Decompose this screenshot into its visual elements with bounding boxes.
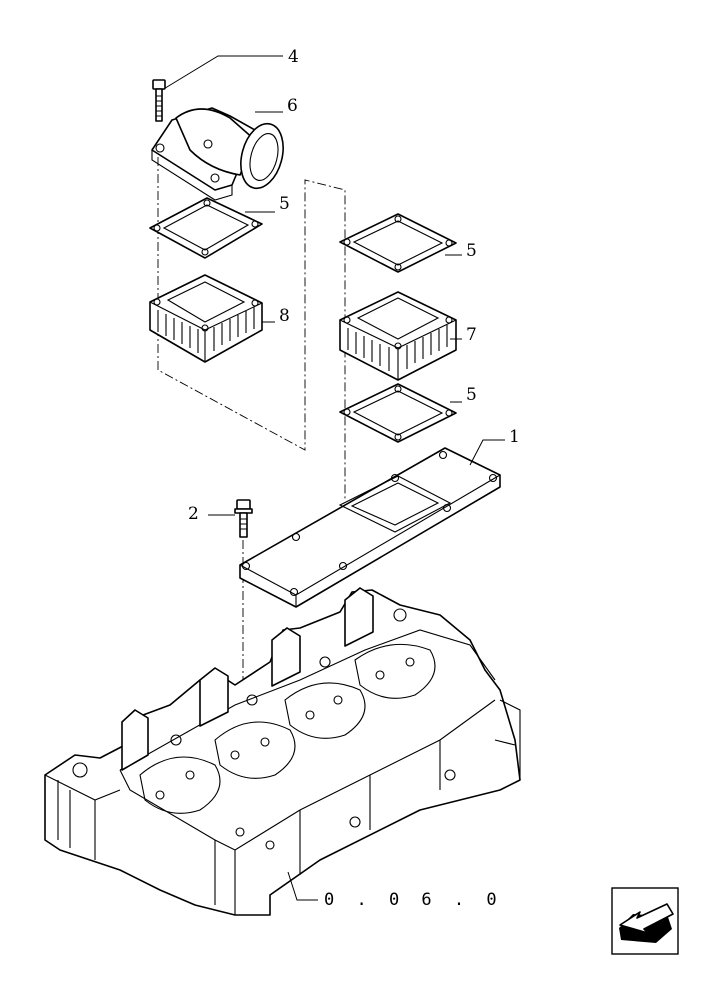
- callout-labels: 4 6 5 5 8 7 5 1 2 0 . 0 6 . 0: [188, 47, 520, 910]
- callout-2: 2: [188, 504, 199, 524]
- callout-5-top: 5: [279, 194, 290, 214]
- callout-8: 8: [279, 306, 290, 326]
- arrow-back-icon: [619, 903, 674, 943]
- cover-plate-part-1: [239, 447, 501, 608]
- outlet-elbow-part-6: [151, 107, 284, 201]
- callout-6: 6: [287, 96, 298, 116]
- gasket-part-5-top: [149, 197, 263, 259]
- cylinder-head: [44, 587, 521, 916]
- gasket-part-5-right-bottom: [339, 383, 457, 443]
- leader-lines: [161, 55, 505, 901]
- callout-1: 1: [509, 427, 520, 447]
- callout-5-right-bottom: 5: [466, 385, 477, 405]
- spacer-part-8: [149, 274, 263, 363]
- back-navigation-button[interactable]: [611, 887, 679, 955]
- callout-4: 4: [288, 47, 299, 67]
- bolt-part-4: [152, 79, 166, 122]
- reference-code: 0 . 0 6 . 0: [324, 890, 503, 910]
- callout-5-right-top: 5: [466, 241, 477, 261]
- callout-7: 7: [466, 325, 477, 345]
- gasket-part-5-right-top: [339, 213, 457, 273]
- spacer-part-7: [339, 291, 457, 381]
- bolt-part-2: [234, 499, 253, 538]
